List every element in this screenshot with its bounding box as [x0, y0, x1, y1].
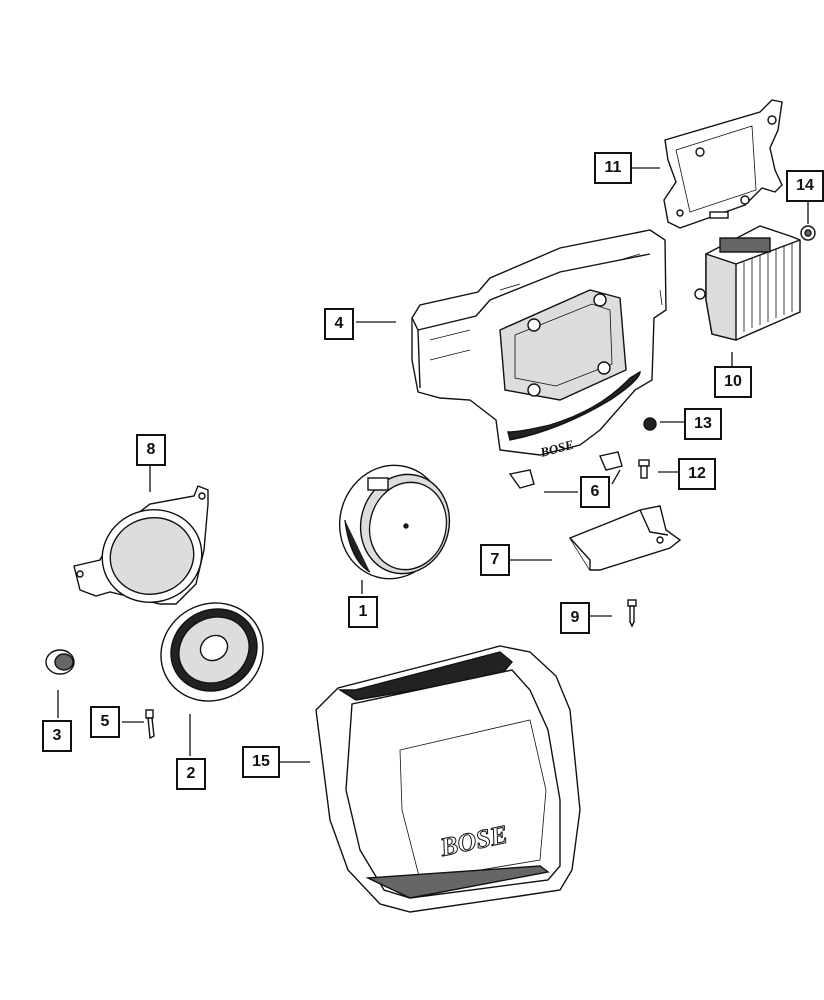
callout-14: 14 [786, 170, 824, 202]
speaker-part-1 [338, 464, 451, 580]
screw-part-9 [627, 599, 637, 628]
callout-6: 6 [580, 476, 610, 508]
callout-13: 13 [684, 408, 722, 440]
callout-5: 5 [90, 706, 120, 738]
nut-part-13 [643, 417, 657, 431]
bracket-part-7 [568, 505, 682, 571]
amplifier-module [694, 225, 801, 341]
callout-3: 3 [42, 720, 72, 752]
callout-1: 1 [348, 596, 378, 628]
callout-9: 9 [560, 602, 590, 634]
nut-part-14 [800, 225, 816, 241]
callout-2: 2 [176, 758, 206, 790]
callout-12: 12 [678, 458, 716, 490]
callout-10: 10 [714, 366, 752, 398]
callout-4: 4 [324, 308, 354, 340]
callout-11: 11 [594, 152, 632, 184]
fastener-part-5 [145, 709, 155, 740]
callout-7: 7 [480, 544, 510, 576]
tweeter-part-3 [45, 649, 75, 675]
callout-8: 8 [136, 434, 166, 466]
bracket-part-6 [508, 451, 623, 489]
subwoofer-cover-part-15: BOSE [315, 645, 581, 913]
speaker-adapter-part-8 [73, 485, 209, 605]
subwoofer-enclosure: BOSE [411, 229, 667, 460]
amplifier-bracket [663, 99, 783, 229]
bolt-part-12 [638, 459, 650, 479]
leader-lines [57, 167, 809, 763]
speaker-part-2 [160, 602, 264, 702]
callout-15: 15 [242, 746, 280, 778]
